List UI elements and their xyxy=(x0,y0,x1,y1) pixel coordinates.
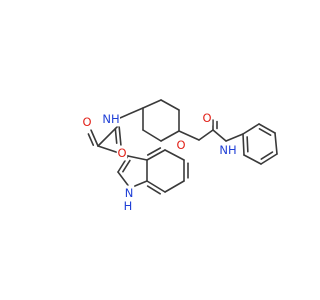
atom-label-layer: O O NH O O NH NH xyxy=(81,110,237,214)
ester-oxygen-label: O xyxy=(176,138,185,152)
bond-indole-pyrrole-4 xyxy=(127,155,148,161)
amide-oxygen-label-background xyxy=(116,145,128,161)
bond-phenyl-2 xyxy=(258,123,276,134)
bond-cyclohexane-4 xyxy=(160,130,180,142)
amide-nh-label-background xyxy=(102,111,120,127)
carbamate-oxygen-label-background xyxy=(201,110,213,126)
bond-amide-co-double xyxy=(114,127,118,145)
bond-phenyl-4 xyxy=(260,153,278,165)
bond-ketone-co xyxy=(90,129,99,147)
bond-indole-pyrrole-2 xyxy=(117,171,131,189)
bond-phenyl-4-double xyxy=(260,151,274,160)
bond-cyclohexyl-ester-o xyxy=(178,130,200,141)
ketone-oxygen-label: O xyxy=(82,115,91,129)
bond-indole-pyrrole-3-double xyxy=(122,159,131,173)
bond-phenyl-2-double xyxy=(258,128,272,136)
bond-phenyl-6 xyxy=(242,133,245,156)
carbamate-oxygen-label: O xyxy=(202,111,211,125)
ketone-oxygen-label-background xyxy=(81,114,93,130)
bond-cyclohexane-1 xyxy=(142,99,162,109)
bond-indole-benzene-6-double xyxy=(146,147,162,156)
bond-indole-benzene-3 xyxy=(164,180,185,193)
carbamate-nh-label: NH xyxy=(219,143,236,157)
bond-carbamate-nh xyxy=(212,129,227,142)
bond-nh-phenyl xyxy=(225,133,244,142)
bond-indole-benzene-2 xyxy=(146,180,166,193)
bond-ketone-co-double xyxy=(87,133,95,147)
indole-n-label: N xyxy=(125,186,134,200)
bond-layer xyxy=(87,99,278,195)
amide-oxygen-label: O xyxy=(117,146,126,160)
bond-phenyl-3 xyxy=(274,132,278,155)
bond-phenyl-5 xyxy=(243,154,262,165)
bond-indole-benzene-2-double xyxy=(146,185,162,195)
bond-indole-benzene-5 xyxy=(164,149,185,161)
ester-oxygen-label-background xyxy=(175,137,187,153)
bond-indole-benzene-6 xyxy=(146,149,166,161)
indole-n-label-background xyxy=(123,185,135,201)
amide-nh-label: NH xyxy=(102,112,119,126)
bond-phenyl-6-double xyxy=(246,136,249,153)
indole-h-label: H xyxy=(124,199,133,213)
bond-amide-co xyxy=(118,124,122,147)
bond-ester-o-carbonyl xyxy=(198,129,214,141)
bond-phenyl-1 xyxy=(242,123,260,135)
molecule-diagram: O O NH O O NH NH xyxy=(81,99,278,214)
indole-h-label-background xyxy=(122,198,134,214)
carbamate-nh-label-background xyxy=(219,142,237,158)
bond-cyclohexane-5 xyxy=(142,129,162,142)
bond-cyclohexane-2 xyxy=(160,99,180,111)
